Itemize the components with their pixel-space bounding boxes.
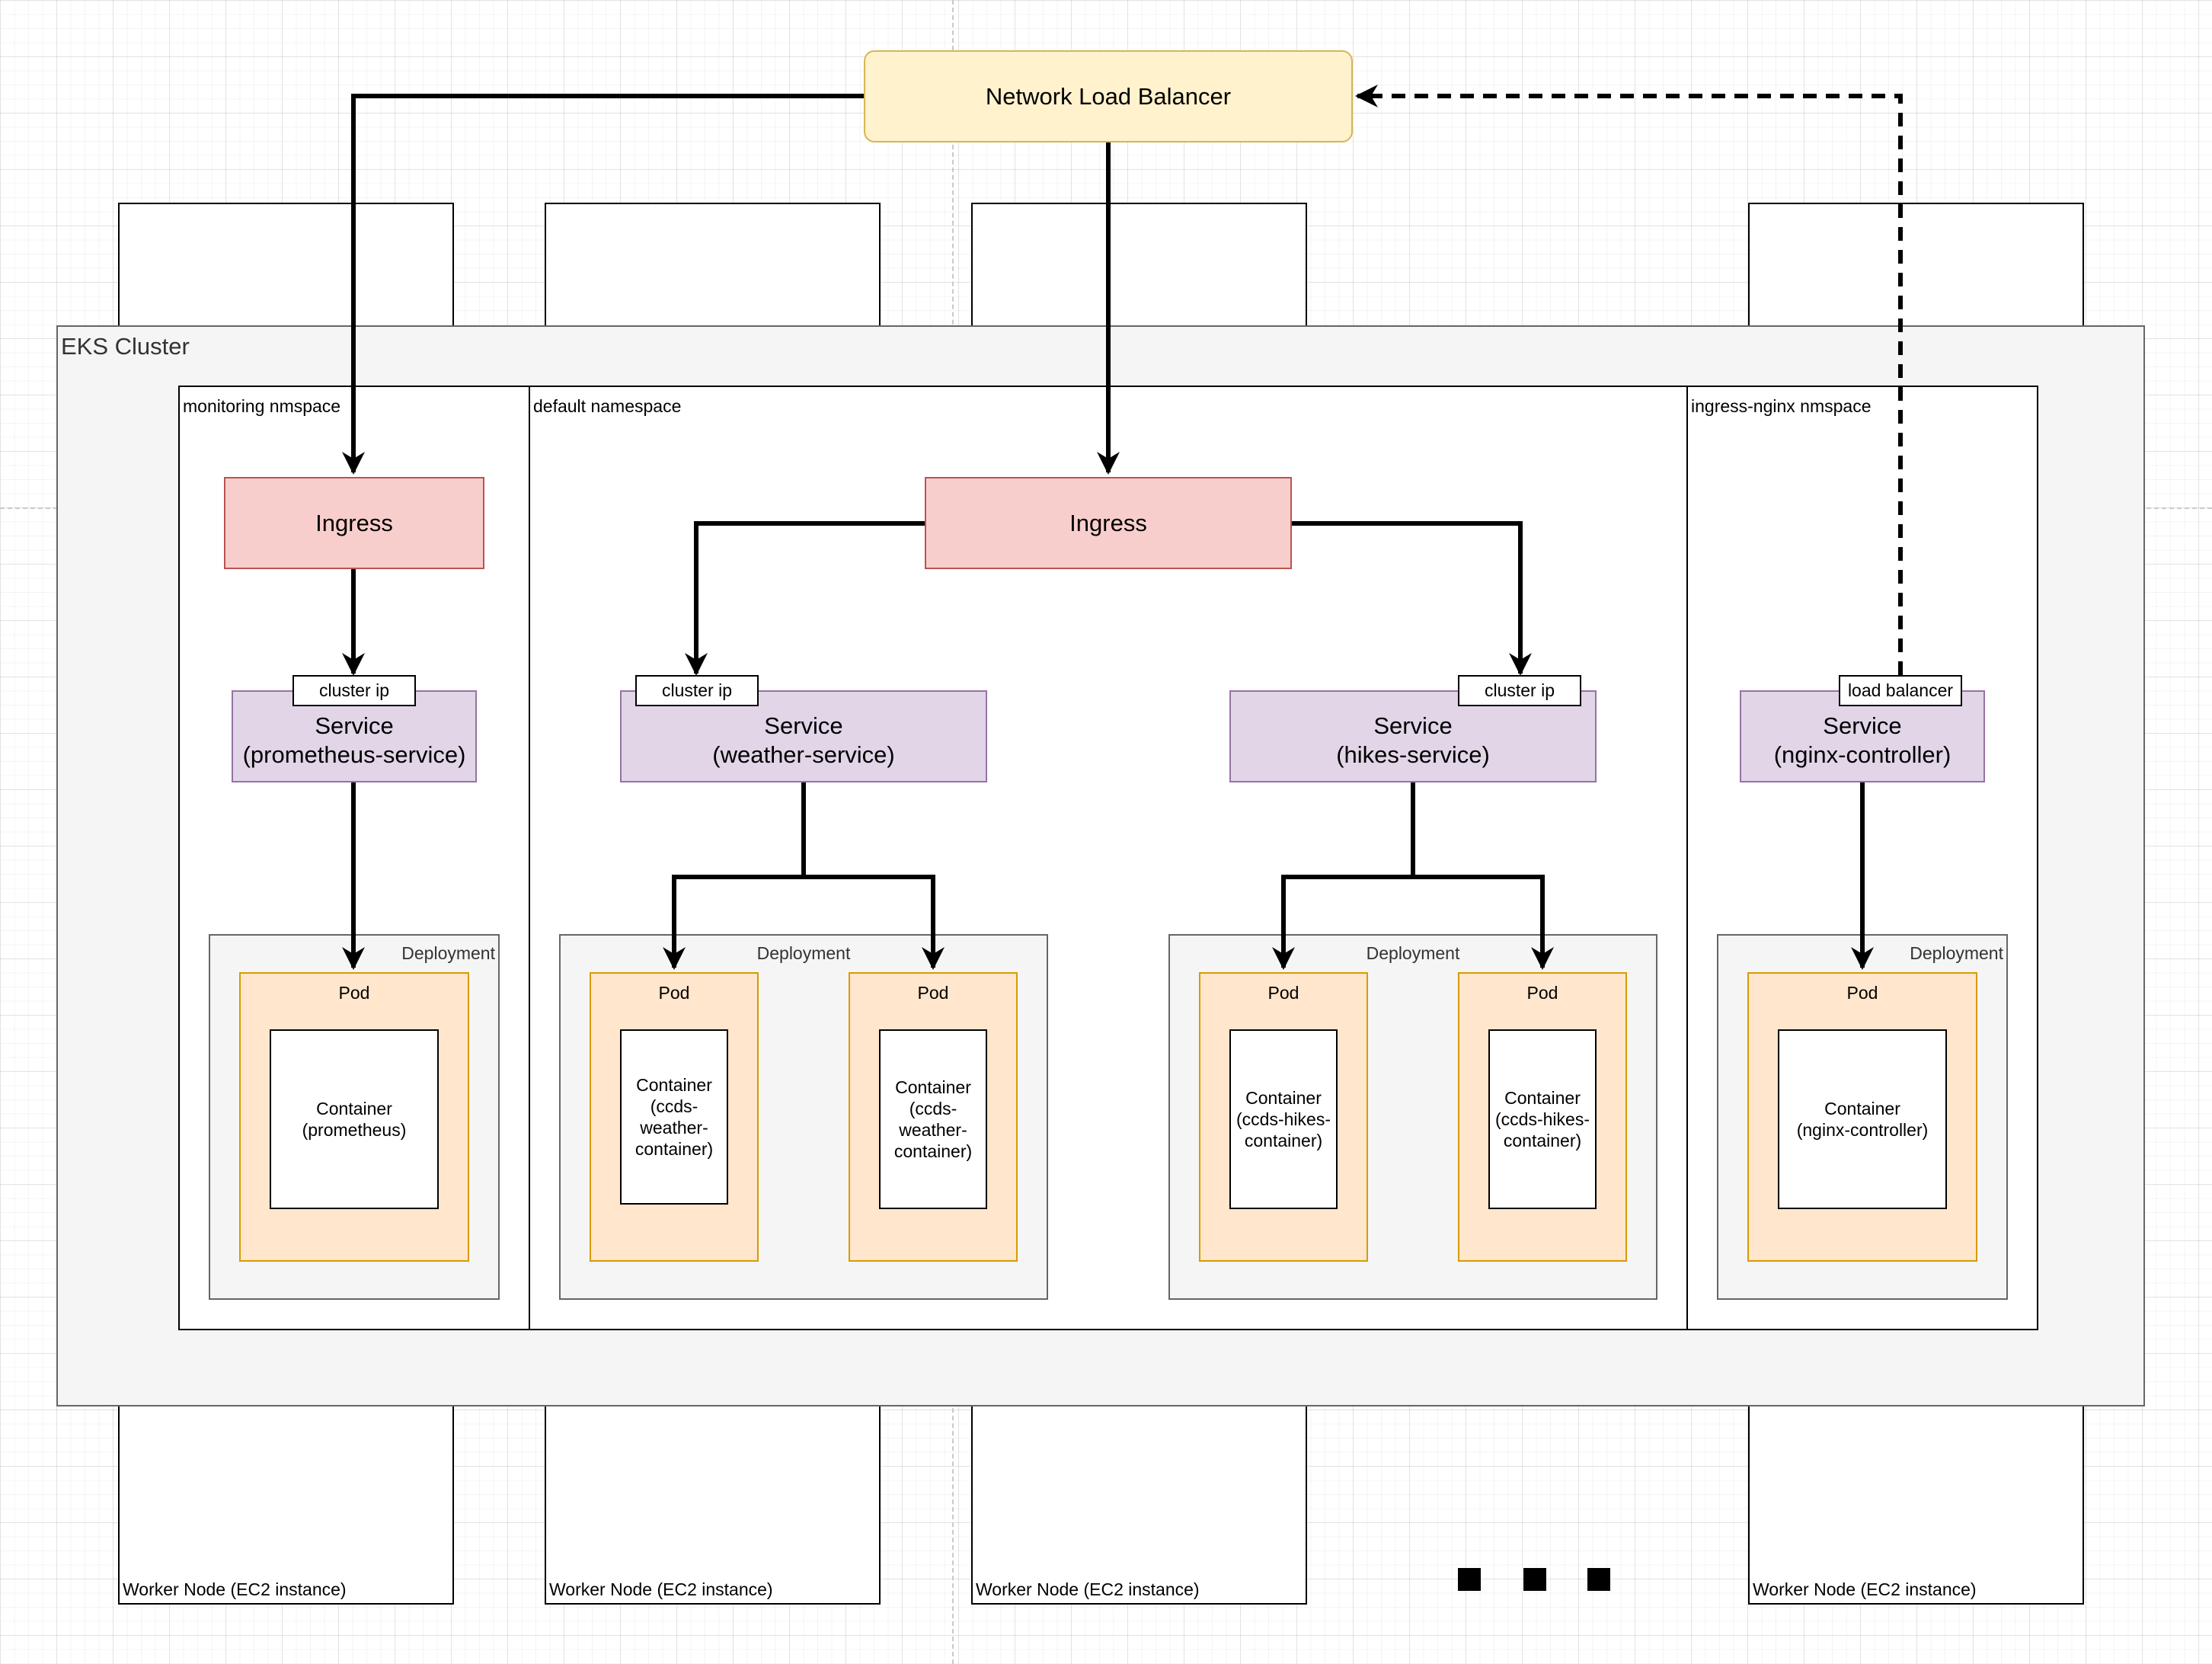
container-hikes-2[interactable]: Container (ccds-hikes- container) [1488, 1029, 1597, 1209]
connector-hikes-service-to-pod-1 [1272, 782, 1415, 970]
network-load-balancer[interactable]: Network Load Balancer [864, 50, 1353, 142]
container-weather-1[interactable]: Container (ccds- weather- container) [620, 1029, 728, 1205]
container-nginx-controller[interactable]: Container (nginx-controller) [1778, 1029, 1947, 1209]
namespace-title: default namespace [533, 396, 682, 416]
deployment-title: Deployment [756, 943, 851, 963]
connector-weather-service-to-pod-2 [804, 875, 945, 970]
container-weather-2[interactable]: Container (ccds- weather- container) [879, 1029, 987, 1209]
namespace-title: monitoring nmspace [183, 396, 341, 416]
connector-nlb-to-monitoring-ingress [342, 94, 864, 475]
worker-node-label: Worker Node (EC2 instance) [976, 1579, 1200, 1599]
pod-title: Pod [658, 983, 690, 1003]
worker-node-label: Worker Node (EC2 instance) [1753, 1579, 1977, 1599]
pod-title: Pod [1267, 983, 1299, 1003]
cluster-title: EKS Cluster [61, 333, 190, 360]
pod-title: Pod [917, 983, 949, 1003]
service-type-tag-nginx: load balancer [1839, 675, 1962, 706]
deployment-title: Deployment [1910, 943, 2003, 963]
ellipsis-dot [1587, 1568, 1610, 1591]
deployment-title: Deployment [1366, 943, 1460, 963]
service-type-tag-hikes: cluster ip [1458, 675, 1581, 706]
service-type-tag-weather: cluster ip [635, 675, 759, 706]
pod-title: Pod [1526, 983, 1558, 1003]
ingress-monitoring[interactable]: Ingress [224, 477, 484, 569]
deployment-title: Deployment [401, 943, 495, 963]
ingress-default[interactable]: Ingress [925, 477, 1292, 569]
service-type-tag-prometheus: cluster ip [292, 675, 416, 706]
container-prometheus[interactable]: Container (prometheus) [270, 1029, 439, 1209]
container-hikes-1[interactable]: Container (ccds-hikes- container) [1229, 1029, 1338, 1209]
worker-node-label: Worker Node (EC2 instance) [549, 1579, 773, 1599]
connector-weather-service-to-pod-1 [663, 782, 806, 970]
connector-nginx-service-to-nlb [1355, 85, 1903, 675]
connector-hikes-service-to-pod-2 [1413, 875, 1554, 970]
ellipsis-dot [1458, 1568, 1481, 1591]
namespace-title: ingress-nginx nmspace [1691, 396, 1872, 416]
ellipsis-dot [1523, 1568, 1546, 1591]
worker-node-label: Worker Node (EC2 instance) [123, 1579, 347, 1599]
pod-title: Pod [1846, 983, 1878, 1003]
connector-ingress-to-hikes-service [1292, 521, 1532, 676]
connector-ingress-to-weather-service [685, 521, 925, 676]
pod-title: Pod [338, 983, 370, 1003]
